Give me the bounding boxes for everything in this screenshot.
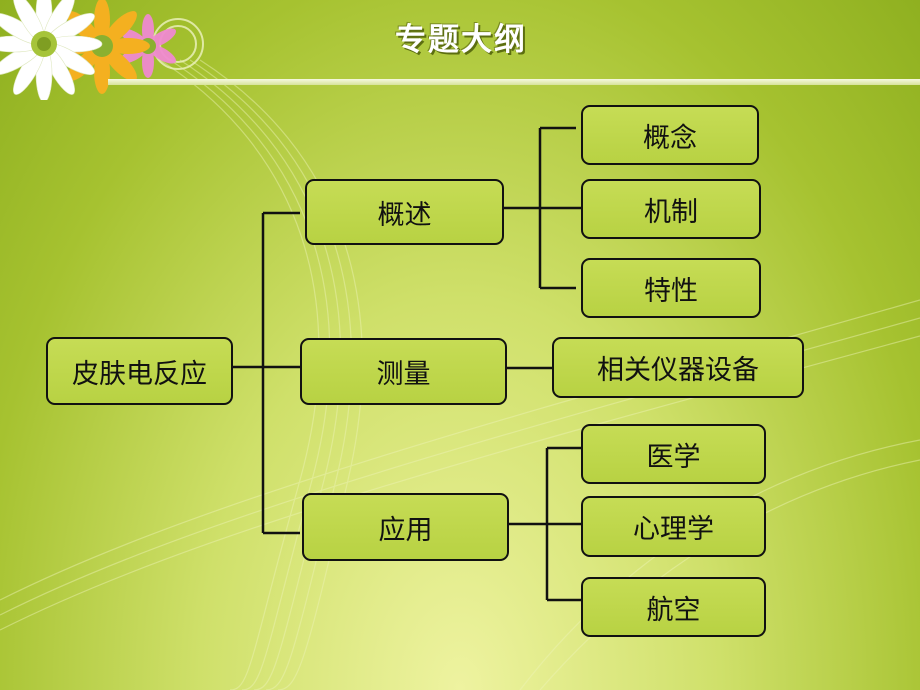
slide-title: 专题大纲: [395, 22, 527, 58]
node-mechanism: 机制: [581, 179, 761, 239]
node-concept: 概念: [581, 105, 759, 165]
node-aviation: 航空: [581, 577, 766, 637]
node-instruments: 相关仪器设备: [552, 337, 804, 398]
node-application: 应用: [302, 493, 509, 561]
node-root: 皮肤电反应: [46, 337, 233, 405]
node-overview: 概述: [305, 179, 504, 245]
node-psychology: 心理学: [581, 496, 766, 557]
title-divider: [108, 79, 920, 85]
node-characteristics: 特性: [581, 258, 761, 318]
node-measurement: 测量: [300, 338, 507, 405]
node-medicine: 医学: [581, 424, 766, 484]
flower-logo: [0, 0, 204, 100]
